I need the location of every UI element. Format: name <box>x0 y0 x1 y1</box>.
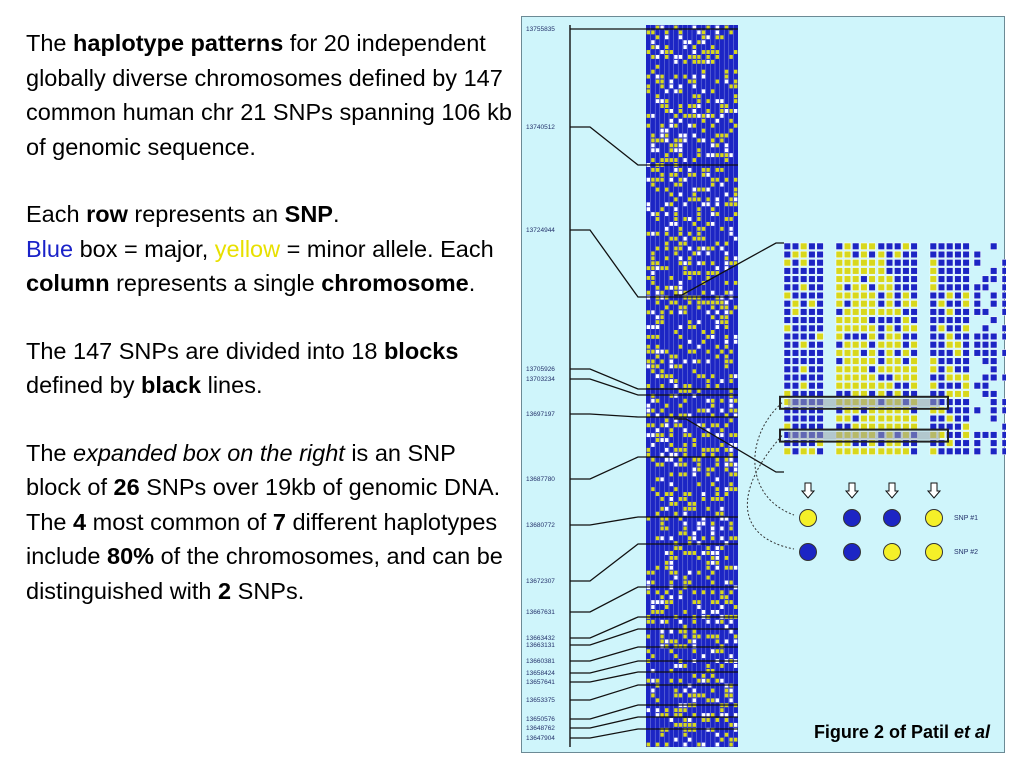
blue-legend-word: Blue <box>26 235 74 262</box>
block-connector-line <box>570 126 646 166</box>
block-connector-line <box>570 704 646 720</box>
position-label: 13687780 <box>526 476 555 483</box>
position-label: 13755835 <box>526 26 555 33</box>
position-label: 13660381 <box>526 658 555 665</box>
figure-caption: Figure 2 of Patil et al <box>813 722 990 742</box>
position-label: 13667631 <box>526 609 555 616</box>
block-connector-line <box>570 368 646 390</box>
down-arrow-icon <box>884 482 900 499</box>
block-connector-line <box>570 646 646 662</box>
snp2-allele-circle <box>883 543 901 561</box>
position-label: 13663432 <box>526 635 555 642</box>
position-label: 13697197 <box>526 411 555 418</box>
expansion-line-top <box>674 242 784 296</box>
expanded-haplotype-group <box>1001 259 1006 455</box>
description-text: The haplotype patterns for 20 independen… <box>26 26 516 641</box>
down-arrow-icon <box>844 482 860 499</box>
block-connector-line <box>570 660 646 674</box>
expanded-haplotype-group <box>783 242 824 455</box>
snp1-highlight-box <box>779 395 949 410</box>
position-label: 13658424 <box>526 670 555 677</box>
block-connector-line <box>570 671 646 683</box>
snp1-allele-circle <box>883 509 901 527</box>
snp2-label: SNP #2 <box>954 549 978 556</box>
snp1-allele-circle <box>843 509 861 527</box>
position-label: 13703234 <box>526 376 555 383</box>
position-label: 13705926 <box>526 366 555 373</box>
block-connector-line <box>570 516 646 526</box>
paragraph-blocks: The 147 SNPs are divided into 18 blocks … <box>26 337 459 399</box>
block-connector-line <box>570 413 646 418</box>
snp1-dotted-arrow <box>754 402 795 516</box>
snp2-dotted-arrow <box>747 435 795 550</box>
block-connector-line <box>570 728 646 739</box>
yellow-legend-word: yellow <box>214 235 281 262</box>
position-label: 13648762 <box>526 725 555 732</box>
position-label: 13672307 <box>526 578 555 585</box>
expanded-haplotype-group <box>877 242 918 455</box>
block-connector-line <box>570 378 646 396</box>
expanded-haplotype-group <box>973 242 998 455</box>
down-arrow-icon <box>926 482 942 499</box>
position-label: 13647904 <box>526 735 555 742</box>
block-connector-line <box>570 543 646 582</box>
snp2-allele-circle <box>843 543 861 561</box>
down-arrow-icon <box>800 482 816 499</box>
paragraph-row-legend: Each row represents an SNP. Blue box = m… <box>26 201 494 296</box>
snp2-highlight-band <box>788 431 940 440</box>
position-label: 13657641 <box>526 679 555 686</box>
snp1-label: SNP #1 <box>954 515 978 522</box>
position-label: 13650576 <box>526 716 555 723</box>
snp2-highlight-box <box>779 428 949 443</box>
snp1-highlight-band <box>788 398 940 407</box>
block-connector-line <box>570 616 646 639</box>
haplotype-figure: 13755835 13740512 13724944 13705926 13703234… <box>521 16 1006 753</box>
block-connector-line <box>570 684 646 701</box>
snp1-allele-circle <box>925 509 943 527</box>
paragraph-expanded-box: The expanded box on the right is an SNP … <box>26 439 503 604</box>
expanded-haplotype-group <box>929 242 970 455</box>
expansion-line-bottom <box>674 418 784 473</box>
block-connector-line <box>570 716 646 729</box>
paragraph-haplotype-patterns: The haplotype patterns for 20 independen… <box>26 30 512 160</box>
position-label: 13680772 <box>526 522 555 529</box>
haplotype-diagram: 13755835 13740512 13724944 13705926 13703234… <box>526 25 1006 747</box>
position-label: 13740512 <box>526 124 555 131</box>
position-label: 13663131 <box>526 642 555 649</box>
block-connector-line <box>570 586 646 613</box>
snp2-allele-circle <box>925 543 943 561</box>
block-connector-line <box>570 456 646 480</box>
snp1-allele-circle <box>799 509 817 527</box>
block-connector-line <box>570 229 646 298</box>
expanded-haplotype-group <box>835 242 876 455</box>
block-connector-line <box>570 628 646 646</box>
position-label: 13653375 <box>526 697 555 704</box>
position-label: 13724944 <box>526 227 555 234</box>
snp2-allele-circle <box>799 543 817 561</box>
